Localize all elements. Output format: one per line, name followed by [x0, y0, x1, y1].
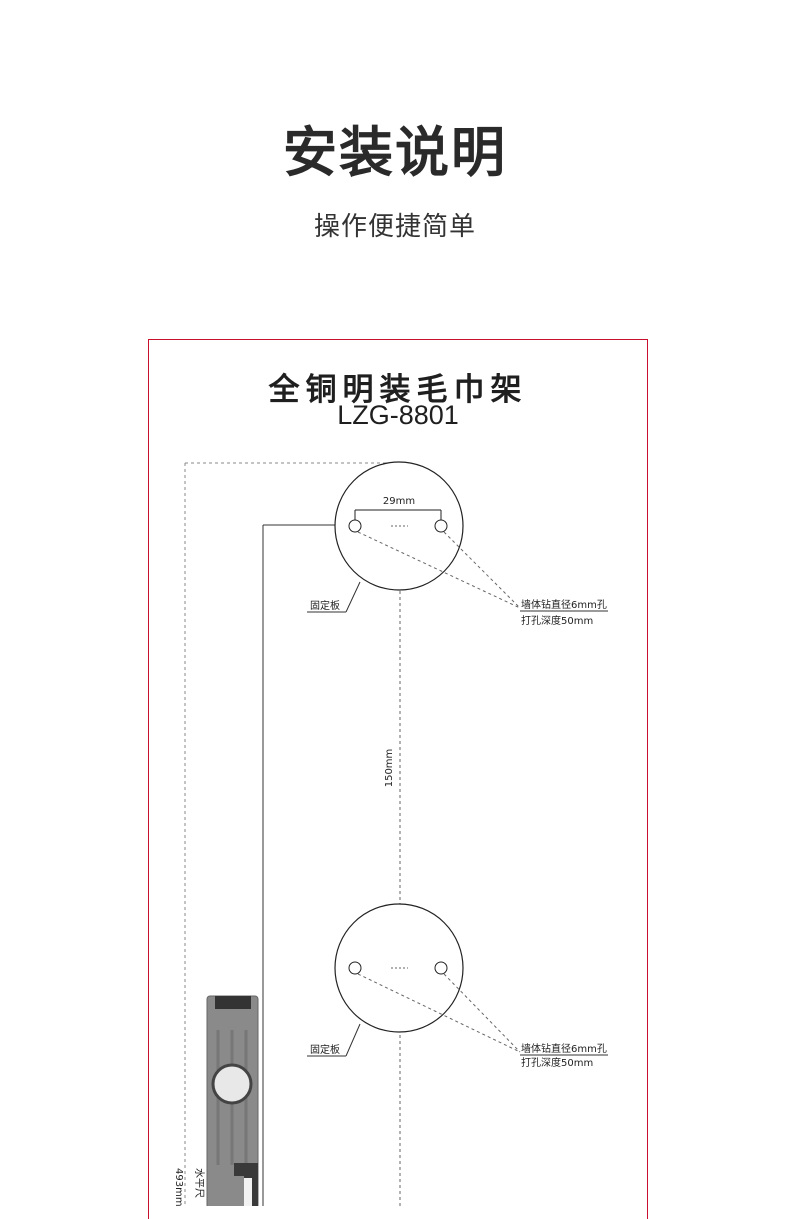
- reference-line: [262, 524, 335, 1206]
- level-label: 水平尺: [193, 1168, 205, 1198]
- plate-callout-top: [307, 581, 361, 613]
- drill-note-bottom-line2: 打孔深度50mm: [521, 1056, 593, 1069]
- screw-hole-left: [348, 519, 362, 533]
- drill-note-top-line2: 打孔深度50mm: [521, 614, 593, 627]
- spirit-level: [206, 995, 259, 1206]
- plate-spacing-label: 150mm: [384, 749, 395, 788]
- overall-dimension-line: [184, 462, 400, 1206]
- hole-spacing-label: 29mm: [383, 496, 415, 507]
- level-bubble: [211, 1063, 253, 1105]
- screw-hole-left: [348, 961, 362, 975]
- page-subtitle: 操作便捷简单: [313, 212, 476, 242]
- hole-spacing-dimension: [354, 509, 442, 520]
- mounting-plate-bottom: [334, 903, 464, 1033]
- page-title: 安装说明: [283, 121, 507, 184]
- product-name: 全铜明装毛巾架: [268, 372, 528, 408]
- plate-label-bottom: 固定板: [310, 1043, 340, 1056]
- overall-length-label: 493mm: [173, 1168, 184, 1206]
- screw-hole-right: [434, 519, 448, 533]
- drill-callout-bottom: [357, 973, 521, 1053]
- instruction-sheet: [148, 339, 648, 1219]
- plate-callout-bottom: [307, 1023, 361, 1057]
- screw-hole-right: [434, 961, 448, 975]
- model-code: LZG-8801: [337, 400, 459, 430]
- mounting-plate-top: [334, 461, 464, 591]
- plate-label-top: 固定板: [310, 599, 340, 612]
- drill-note-bottom-line1: 墙体钻直径6mm孔: [521, 1042, 607, 1055]
- drill-note-top-line1: 墙体钻直径6mm孔: [521, 598, 607, 611]
